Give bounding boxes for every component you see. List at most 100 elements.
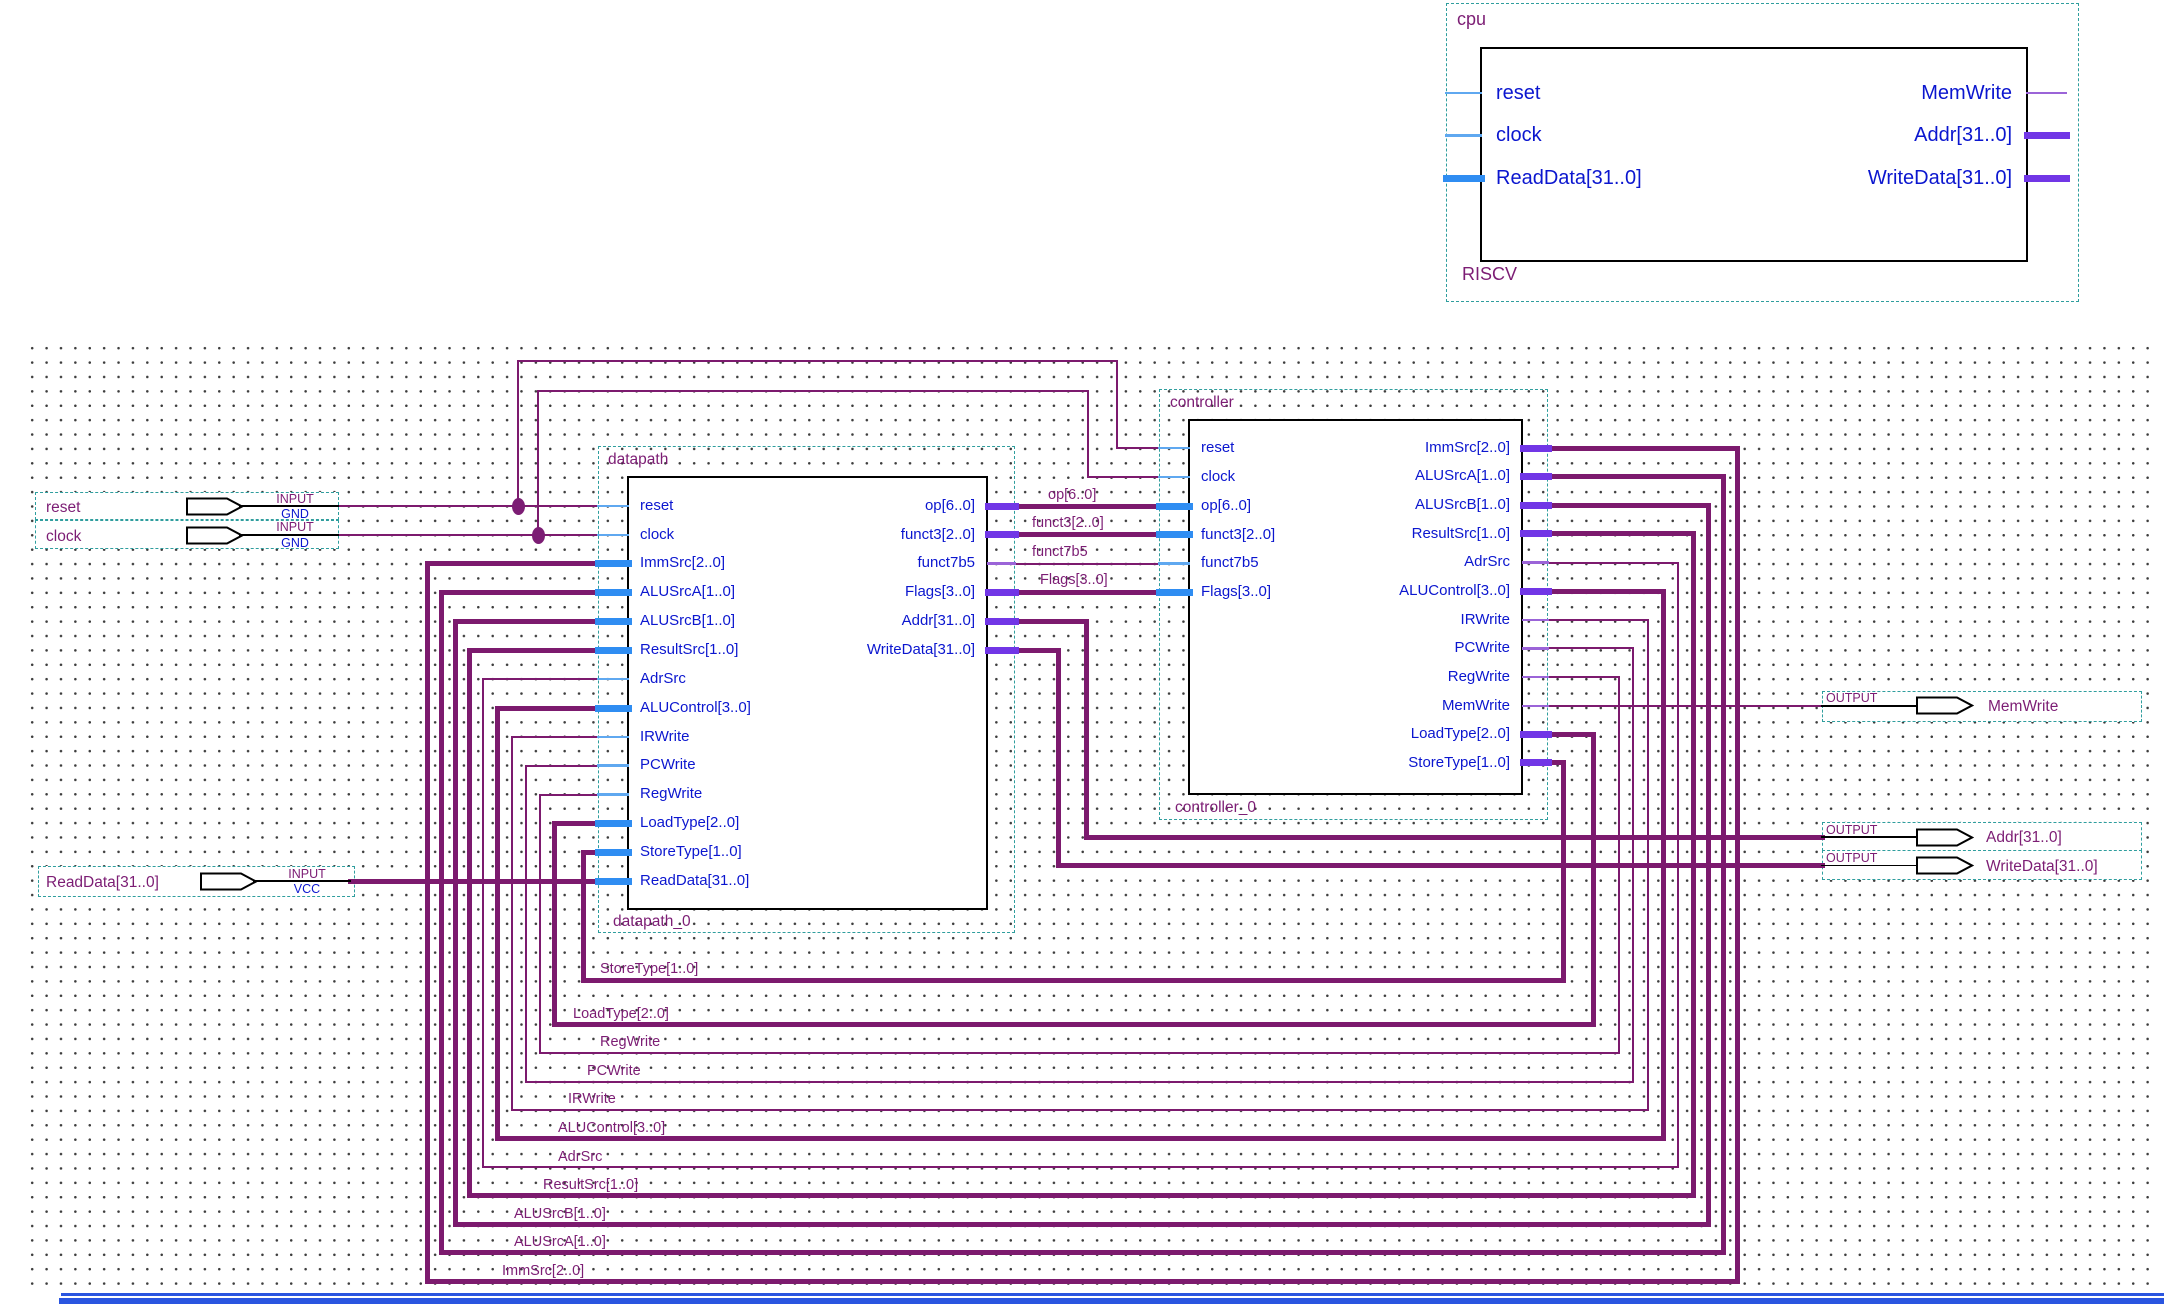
wire-label-irwrite[interactable]: IRWrite bbox=[568, 1091, 616, 1107]
wire-pcwrite[interactable] bbox=[1632, 647, 1634, 1083]
wire-pcwrite[interactable] bbox=[525, 1080, 1634, 1083]
wire-adrsrc[interactable] bbox=[482, 1166, 1679, 1168]
wire-storetype[interactable] bbox=[580, 849, 601, 855]
datapath-port-stub-ALUSrcA[1..0][interactable] bbox=[594, 589, 632, 597]
wire-storetype[interactable] bbox=[1545, 760, 1566, 766]
wire-loadtype[interactable] bbox=[1545, 731, 1596, 737]
wire-label-alusrca[interactable]: ALUSrcA[1..0] bbox=[514, 1234, 606, 1250]
datapath-port-stub-clock[interactable] bbox=[596, 533, 630, 537]
wire-reset_loop[interactable] bbox=[1116, 447, 1160, 449]
wire-pcwrite[interactable] bbox=[1547, 647, 1634, 650]
wire-addr_out[interactable] bbox=[1012, 618, 1089, 624]
wire-flags[interactable] bbox=[1012, 590, 1162, 596]
wire-label-pcwrite[interactable]: PCWrite bbox=[587, 1063, 641, 1079]
datapath-port-stub-LoadType[2..0][interactable] bbox=[594, 819, 632, 827]
wire-readdata_in[interactable] bbox=[347, 878, 601, 884]
wire-regwrite[interactable] bbox=[1618, 676, 1620, 1054]
datapath-port-stub-ResultSrc[1..0][interactable] bbox=[594, 646, 632, 654]
wire-label-op[interactable]: op[6..0] bbox=[1048, 487, 1097, 503]
wire-alusrcb[interactable] bbox=[452, 1221, 1711, 1227]
controller-port-stub-clock[interactable] bbox=[1157, 475, 1191, 479]
wire-storetype[interactable] bbox=[1560, 760, 1566, 983]
wire-resultsrc[interactable] bbox=[466, 1193, 1696, 1198]
wire-label-flags[interactable]: Flags[3..0] bbox=[1040, 572, 1108, 588]
input-pin-symbol[interactable] bbox=[186, 526, 244, 545]
controller-port-stub-ALUSrcA[1..0][interactable] bbox=[1519, 473, 1552, 481]
wire-adrsrc[interactable] bbox=[1547, 561, 1679, 564]
output-pin-symbol[interactable] bbox=[1916, 828, 1974, 847]
wire-label-resultsrc[interactable]: ResultSrc[1..0] bbox=[543, 1177, 639, 1193]
wire-alusrca[interactable] bbox=[1720, 474, 1726, 1255]
controller-port-stub-ImmSrc[2..0][interactable] bbox=[1519, 444, 1552, 452]
wire-regwrite[interactable] bbox=[1547, 676, 1620, 678]
wire-regwrite[interactable] bbox=[539, 1052, 1620, 1054]
input-pin-symbol[interactable] bbox=[200, 872, 258, 891]
datapath-port-stub-AdrSrc[interactable] bbox=[596, 677, 630, 681]
wire-label-alusrcb[interactable]: ALUSrcB[1..0] bbox=[514, 1206, 606, 1222]
wire-immsrc[interactable] bbox=[424, 561, 430, 1284]
wire-pcwrite[interactable] bbox=[525, 764, 527, 1083]
datapath-boundary[interactable] bbox=[598, 446, 1015, 933]
wire-writedata_out[interactable] bbox=[1055, 647, 1061, 868]
wire-regwrite[interactable] bbox=[539, 793, 599, 796]
wire-clock_loop[interactable] bbox=[537, 390, 1089, 392]
controller-port-stub-ALUSrcB[1..0][interactable] bbox=[1519, 501, 1552, 509]
datapath-port-stub-StoreType[1..0][interactable] bbox=[594, 848, 632, 856]
wire-resultsrc[interactable] bbox=[1690, 531, 1696, 1198]
cpu-symbol[interactable] bbox=[1480, 47, 2028, 262]
cpu-port-stub-WriteData[31..0][interactable] bbox=[2023, 174, 2070, 182]
cpu-port-stub-ReadData[31..0][interactable] bbox=[1442, 174, 1485, 182]
wire-loadtype[interactable] bbox=[551, 820, 601, 826]
wire-alucontrol[interactable] bbox=[1545, 588, 1666, 594]
controller-port-stub-PCWrite[interactable] bbox=[1521, 647, 1550, 650]
cpu-port-stub-reset[interactable] bbox=[1444, 91, 1483, 95]
wire-addr_out[interactable] bbox=[1083, 618, 1089, 840]
wire-writedata_out[interactable] bbox=[1055, 863, 1825, 868]
input-pin-symbol[interactable] bbox=[186, 497, 244, 516]
controller-port-stub-MemWrite[interactable] bbox=[1521, 704, 1550, 708]
wire-immsrc[interactable] bbox=[1545, 445, 1740, 451]
wire-irwrite[interactable] bbox=[1647, 618, 1649, 1111]
datapath-port-stub-RegWrite[interactable] bbox=[596, 793, 630, 796]
datapath-port-stub-IRWrite[interactable] bbox=[596, 735, 630, 739]
wire-label-loadtype[interactable]: LoadType[2..0] bbox=[573, 1006, 669, 1022]
wire-irwrite[interactable] bbox=[1547, 618, 1649, 621]
datapath-port-stub-funct7b5[interactable] bbox=[986, 562, 1017, 565]
wire-alucontrol[interactable] bbox=[1660, 588, 1666, 1141]
wire-label-funct7b5[interactable]: funct7b5 bbox=[1032, 544, 1088, 560]
wire-resultsrc[interactable] bbox=[466, 647, 472, 1198]
wire-memwrite_out[interactable] bbox=[1547, 704, 1823, 707]
wire-storetype[interactable] bbox=[580, 977, 1566, 983]
wire-op[interactable] bbox=[1012, 503, 1162, 509]
datapath-port-stub-PCWrite[interactable] bbox=[596, 764, 630, 767]
controller-port-stub-ALUControl[3..0][interactable] bbox=[1519, 587, 1552, 595]
wire-clock_in[interactable] bbox=[337, 533, 599, 536]
wire-storetype[interactable] bbox=[580, 849, 586, 983]
wire-clock_loop[interactable] bbox=[1087, 476, 1160, 478]
controller-port-stub-RegWrite[interactable] bbox=[1521, 675, 1550, 679]
wire-loadtype[interactable] bbox=[551, 820, 557, 1027]
wire-adrsrc[interactable] bbox=[482, 678, 599, 681]
wire-label-regwrite[interactable]: RegWrite bbox=[600, 1034, 661, 1050]
output-pin-symbol[interactable] bbox=[1916, 856, 1974, 875]
wire-reset_loop[interactable] bbox=[517, 360, 519, 507]
wire-reset_loop[interactable] bbox=[517, 360, 1118, 362]
datapath-port-stub-ReadData[31..0][interactable] bbox=[594, 877, 632, 885]
wire-addr_out[interactable] bbox=[1083, 834, 1825, 840]
controller-port-stub-StoreType[1..0][interactable] bbox=[1519, 759, 1552, 767]
controller-port-stub-ResultSrc[1..0][interactable] bbox=[1519, 530, 1552, 538]
datapath-port-stub-Addr[31..0][interactable] bbox=[984, 617, 1019, 625]
controller-port-stub-LoadType[2..0][interactable] bbox=[1519, 730, 1552, 738]
controller-port-stub-funct7b5[interactable] bbox=[1157, 562, 1191, 565]
controller-symbol[interactable] bbox=[1188, 419, 1523, 795]
wire-irwrite[interactable] bbox=[511, 735, 599, 738]
cpu-port-stub-clock[interactable] bbox=[1444, 134, 1483, 137]
wire-alusrca[interactable] bbox=[438, 590, 601, 596]
datapath-symbol[interactable] bbox=[627, 476, 988, 910]
wire-immsrc[interactable] bbox=[424, 1278, 1740, 1284]
wire-resultsrc[interactable] bbox=[1545, 531, 1696, 537]
datapath-port-stub-funct3[2..0][interactable] bbox=[984, 531, 1019, 539]
wire-irwrite[interactable] bbox=[511, 1109, 1649, 1111]
wire-alucontrol[interactable] bbox=[494, 705, 601, 711]
wire-resultsrc[interactable] bbox=[466, 647, 601, 653]
